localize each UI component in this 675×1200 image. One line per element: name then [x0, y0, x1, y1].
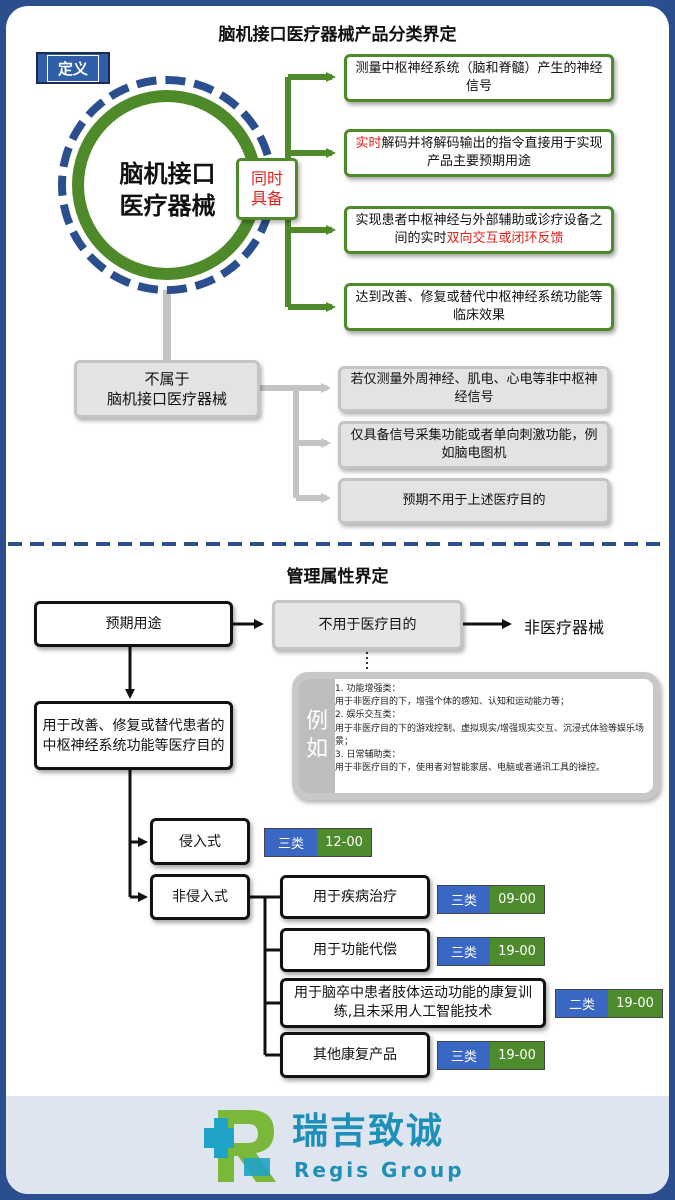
exclusion-item-2: 仅具备信号采集功能或者单向刺激功能，例如脑电图机 — [338, 421, 610, 469]
criterion-text-2: 实时解码并将解码输出的指令直接用于实现产品主要预期用途 — [353, 135, 605, 171]
exclusion-item-1: 若仅测量外周神经、肌电、心电等非中枢神经信号 — [338, 366, 610, 412]
center-label-line2: 医疗器械 — [119, 192, 216, 220]
example-panel: 例 如 1. 功能增强类： 用于非医疗目的下，增强个体的感知、认知和运动能力等；… — [292, 672, 660, 800]
noninvasive-tag-3: 二类 19-00 — [555, 989, 663, 1018]
example-text-1: 用于非医疗目的下，增强个体的感知、认知和运动能力等； — [335, 697, 570, 708]
noninvasive-item-1: 用于疾病治疗 — [280, 875, 430, 919]
noninvasive-item-label-4: 其他康复产品 — [313, 1047, 397, 1063]
non-medical-label: 不用于医疗目的 — [318, 617, 417, 633]
criterion-highlight-2: 实时 — [355, 136, 382, 151]
noninvasive-item-label-1: 用于疾病治疗 — [313, 889, 397, 905]
example-text-3: 用于非医疗目的下，使用者对智能家居、电脑或者通讯工具的操控。 — [335, 763, 606, 774]
noninvasive-class-4: 三类 — [438, 1042, 490, 1069]
criterion-body-2: 解码并将解码输出的指令直接用于实现产品主要预期用途 — [381, 136, 603, 169]
criterion-text-3: 实现患者中枢神经与外部辅助或诊疗设备之间的实时双向交互或闭环反馈 — [353, 212, 605, 248]
intended-use-box: 预期用途 — [34, 601, 233, 647]
invasive-code: 12-00 — [317, 829, 371, 856]
noninvasive-code-4: 19-00 — [490, 1042, 544, 1069]
brand-name-cn: 瑞吉致诚 — [292, 1111, 445, 1152]
noninvasive-item-3: 用于脑卒中患者肢体运动功能的康复训练,且未采用人工智能技术 — [280, 978, 546, 1028]
invasive-label: 侵入式 — [179, 833, 221, 850]
non-device-label: 非医疗器械 — [524, 618, 605, 637]
noninvasive-item-2: 用于功能代偿 — [280, 928, 430, 972]
invasive-class-tag: 三类 12-00 — [264, 828, 372, 857]
noninvasive-box: 非侵入式 — [150, 874, 250, 920]
example-label-char1: 例 — [305, 709, 328, 734]
medical-purpose-label: 用于改善、修复或替代患者的中枢神经系统功能等医疗目的 — [42, 717, 225, 754]
example-heading-3: 3. 日常辅助类： — [335, 750, 401, 761]
criterion-box-4: 达到改善、修复或替代中枢神经系统功能等临床效果 — [344, 283, 614, 331]
criterion-body-3: 实现患者中枢神经与外部辅助或诊疗设备之间的实时 — [355, 213, 603, 246]
criterion-box-2: 实时解码并将解码输出的指令直接用于实现产品主要预期用途 — [344, 129, 614, 177]
footer — [6, 1096, 669, 1194]
criterion-text-4: 达到改善、修复或替代中枢神经系统功能等临床效果 — [355, 290, 603, 323]
center-label-line1: 脑机接口 — [119, 160, 216, 188]
medical-purpose-box: 用于改善、修复或替代患者的中枢神经系统功能等医疗目的 — [34, 701, 233, 770]
brand-name-en: Regis Group — [294, 1158, 465, 1182]
exclusion-line1: 不属于 — [144, 370, 190, 388]
non-medical-box: 不用于医疗目的 — [272, 600, 463, 650]
noninvasive-class-2: 三类 — [438, 938, 490, 965]
intended-use-label: 预期用途 — [105, 616, 162, 632]
exclusion-line2: 脑机接口医疗器械 — [106, 390, 227, 408]
exclusion-item-text-1: 若仅测量外周神经、肌电、心电等非中枢神经信号 — [350, 372, 598, 405]
example-label-char2: 如 — [305, 737, 328, 762]
conjunction-box: 同时 具备 — [236, 158, 298, 220]
criterion-highlight-3: 双向交互或闭环反馈 — [446, 231, 564, 246]
exclusion-item-text-2: 仅具备信号采集功能或者单向刺激功能，例如脑电图机 — [350, 428, 598, 461]
noninvasive-item-label-2: 用于功能代偿 — [313, 942, 397, 958]
noninvasive-item-4: 其他康复产品 — [280, 1032, 430, 1078]
noninvasive-tag-2: 三类 19-00 — [437, 937, 545, 966]
conjunction-line1: 同时 — [250, 169, 283, 188]
noninvasive-class-1: 三类 — [438, 886, 490, 913]
example-text-2: 用于非医疗目的下的游戏控制、虚拟现实/增强现实交互、沉浸式体验等娱乐场景； — [335, 723, 645, 747]
noninvasive-code-3: 19-00 — [608, 990, 662, 1017]
definition-tag: 定义 — [36, 52, 110, 84]
exclusion-item-3: 预期不用于上述医疗目的 — [338, 478, 610, 524]
criterion-box-1: 测量中枢神经系统（脑和脊髓）产生的神经信号 — [344, 54, 614, 102]
example-heading-2: 2. 娱乐交互类： — [335, 710, 401, 721]
invasive-class: 三类 — [265, 829, 317, 856]
criterion-text-1: 测量中枢神经系统（脑和脊髓）产生的神经信号 — [355, 61, 603, 94]
noninvasive-class-3: 二类 — [556, 990, 608, 1017]
noninvasive-tag-1: 三类 09-00 — [437, 885, 545, 914]
criterion-box-3: 实现患者中枢神经与外部辅助或诊疗设备之间的实时双向交互或闭环反馈 — [344, 206, 614, 254]
conjunction-line2: 具备 — [250, 189, 283, 208]
section2-title: 管理属性界定 — [286, 567, 389, 587]
example-heading-1: 1. 功能增强类： — [335, 684, 401, 694]
regis-logo-icon — [204, 1110, 276, 1182]
definition-label: 定义 — [46, 54, 99, 82]
noninvasive-item-label-3: 用于脑卒中患者肢体运动功能的康复训练,且未采用人工智能技术 — [294, 985, 532, 1020]
center-label: 脑机接口 医疗器械 — [90, 158, 245, 222]
exclusion-item-text-3: 预期不用于上述医疗目的 — [402, 493, 546, 508]
noninvasive-label: 非侵入式 — [172, 889, 228, 905]
section1-title: 脑机接口医疗器械产品分类界定 — [218, 25, 457, 45]
noninvasive-code-2: 19-00 — [490, 938, 544, 965]
example-list: 1. 功能增强类： 用于非医疗目的下，增强个体的感知、认知和运动能力等； 2. … — [335, 683, 653, 775]
noninvasive-tag-4: 三类 19-00 — [437, 1041, 545, 1070]
invasive-box: 侵入式 — [150, 818, 250, 865]
exclusion-box: 不属于 脑机接口医疗器械 — [74, 360, 260, 418]
example-label: 例 如 — [299, 679, 335, 793]
noninvasive-code-1: 09-00 — [490, 886, 544, 913]
